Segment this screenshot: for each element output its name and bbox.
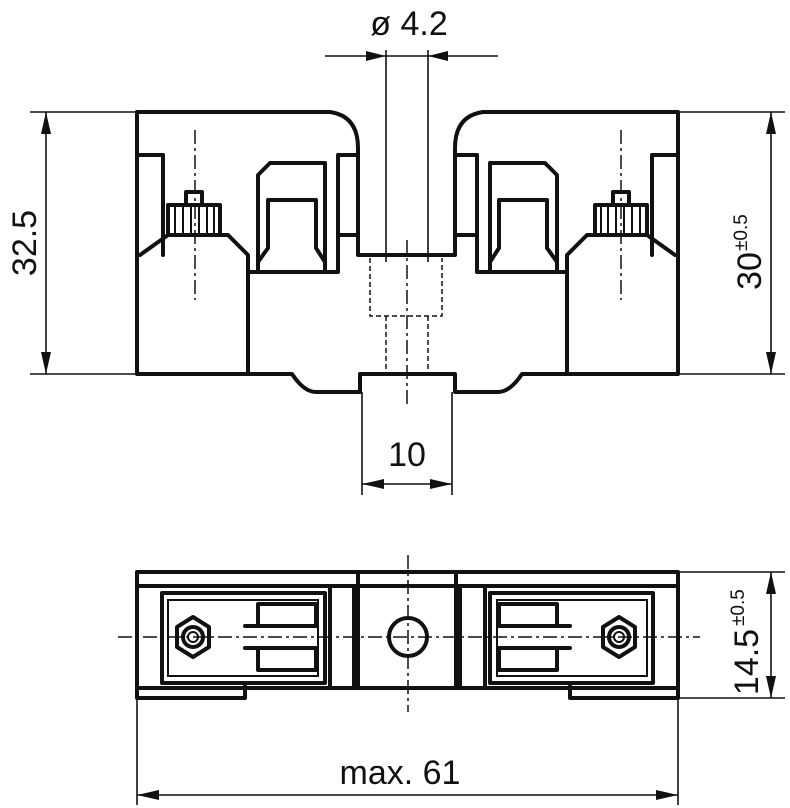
depth-label: 14.5 — [728, 629, 766, 695]
front-left-screw — [166, 190, 222, 237]
front-right-inner-wall — [650, 153, 680, 257]
center-width-label: 10 — [388, 436, 426, 474]
top-center-section — [356, 570, 458, 690]
hole-diameter-label: ø 4.2 — [370, 5, 447, 43]
overall-height-label: 32.5 — [6, 210, 44, 276]
dim-center-width: 10 — [361, 392, 453, 495]
top-right-screw-nut — [601, 615, 637, 659]
front-left-terminal-block — [138, 233, 250, 376]
main-height-label: 30 — [731, 252, 769, 290]
top-left-clip-upper — [256, 602, 318, 628]
top-left-flange — [135, 684, 247, 700]
top-right-clip-lower — [497, 646, 559, 672]
front-left-inner-wall — [135, 153, 165, 257]
dim-depth: 14.5 ±0.5 — [678, 571, 785, 699]
dim-overall-length: max. 61 — [136, 698, 679, 805]
top-right-flange — [568, 684, 680, 700]
top-left-screw-nut — [175, 615, 211, 659]
front-left-clip-outer — [256, 161, 327, 274]
front-left-screw-thread — [174, 205, 215, 235]
front-right-divider — [453, 153, 569, 274]
overall-length-label: max. 61 — [340, 754, 461, 792]
front-left-clip-inner — [256, 198, 327, 264]
main-height-tolerance: ±0.5 — [731, 214, 752, 251]
top-left-terminal-outer — [160, 591, 327, 685]
top-right-clip-upper — [497, 602, 559, 628]
front-right-terminal-block — [565, 233, 677, 376]
depth-tolerance: ±0.5 — [728, 589, 749, 626]
dim-overall-height: 32.5 — [6, 111, 137, 375]
dim-main-height: 30 ±0.5 — [678, 111, 785, 375]
front-right-screw-thread — [600, 205, 641, 235]
front-hidden-hole — [369, 258, 443, 372]
top-view — [118, 555, 700, 712]
front-left-divider — [246, 153, 360, 274]
front-body-outline — [135, 110, 680, 394]
front-view — [135, 110, 680, 405]
front-right-clip-outer — [488, 161, 559, 274]
top-right-terminal-outer — [488, 591, 655, 685]
front-right-clip-inner — [488, 198, 559, 264]
dim-hole-diameter: ø 4.2 — [325, 5, 498, 262]
top-left-clip-lower — [256, 646, 318, 672]
